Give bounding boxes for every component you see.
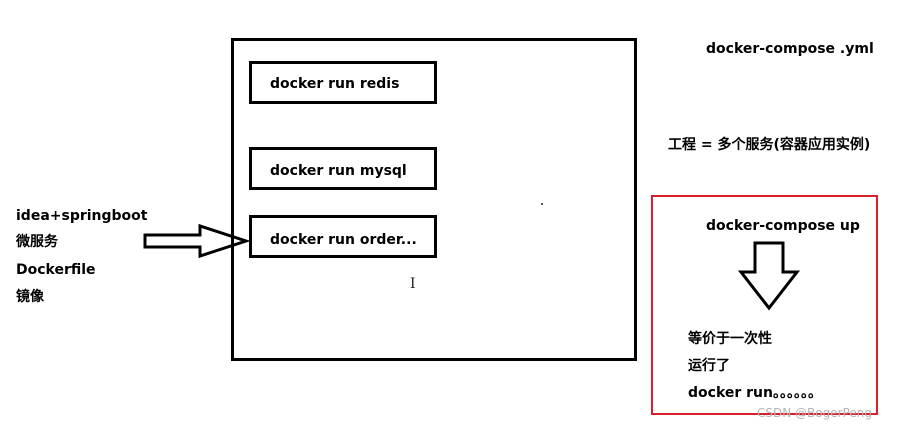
compose-container <box>231 38 637 361</box>
text-cursor-icon: I <box>410 276 416 292</box>
stray-dot <box>541 203 543 205</box>
left-note-dockerfile: Dockerfile <box>16 262 96 278</box>
service-label-mysql: docker run mysql <box>270 163 407 179</box>
service-box-mysql: docker run mysql <box>249 147 437 190</box>
compose-file-label: docker-compose .yml <box>706 41 874 57</box>
service-label-redis: docker run redis <box>270 76 400 92</box>
down-arrow-icon <box>737 241 801 311</box>
left-note-idea: idea+springboot <box>16 208 148 224</box>
left-note-microservice: 微服务 <box>16 234 58 250</box>
compose-up-explanation-line3: docker run。。。。。。 <box>688 385 822 401</box>
watermark: CSDN @BogerPeng <box>757 406 872 420</box>
compose-up-highlight <box>651 195 878 415</box>
compose-up-command: docker-compose up <box>706 218 860 234</box>
project-note: 工程 = 多个服务(容器应用实例) <box>668 137 871 153</box>
service-label-order: docker run order... <box>270 232 417 248</box>
service-box-redis: docker run redis <box>249 61 437 104</box>
input-arrow-icon <box>143 223 251 259</box>
compose-up-explanation-line2: 运行了 <box>688 358 730 374</box>
left-note-image: 镜像 <box>16 289 44 305</box>
compose-up-explanation-line1: 等价于一次性 <box>688 331 772 347</box>
service-box-order: docker run order... <box>249 215 437 258</box>
